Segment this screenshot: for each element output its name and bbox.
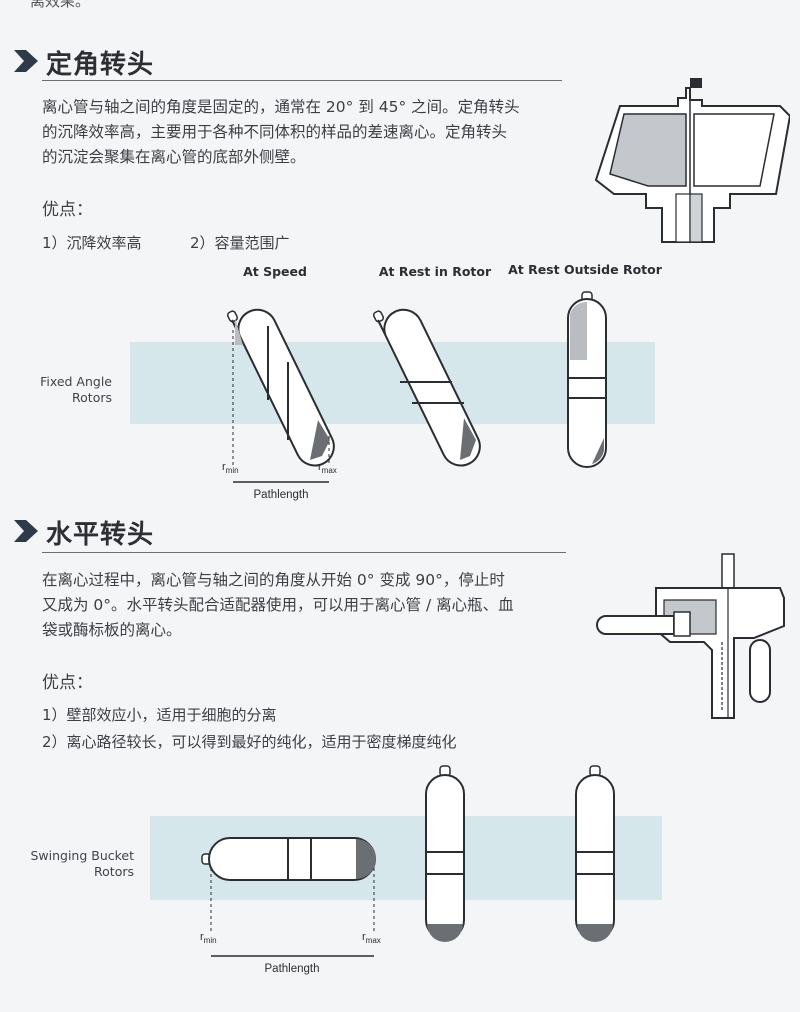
paragraph-line: 的沉淀会聚集在离心管的底部外侧壁。 — [42, 148, 306, 166]
r-max-label: rmax — [318, 461, 337, 475]
pathlength-label: Pathlength — [265, 963, 320, 975]
swing-paragraph: 在离心过程中，离心管与轴之间的角度从开始 0° 变成 90°，停止时 又成为 0… — [42, 568, 514, 643]
tube-at-rest-outside-rotor — [567, 291, 607, 468]
advantages-label: 优点： — [42, 673, 93, 693]
row-label-line: Swinging Bucket — [30, 848, 134, 863]
top-text-fragment: 离效果。 — [30, 0, 91, 10]
tube-horizontal-at-speed — [201, 837, 376, 881]
fixed-paragraph: 离心管与轴之间的角度是固定的，通常在 20° 到 45° 之间。定角转头 的沉降… — [42, 95, 520, 170]
section-title-fixed: 定角转头 — [46, 50, 155, 80]
tube-vertical-at-rest-outside-rotor — [575, 765, 615, 942]
swinging-bucket-tube-diagram: rmin rmax Pathlength — [150, 765, 662, 975]
paragraph-line: 离心管与轴之间的角度是固定的，通常在 20° 到 45° 之间。定角转头 — [42, 98, 520, 116]
row-label-line: Fixed Angle — [40, 374, 112, 389]
fixed-angle-rotor-illustration — [594, 78, 790, 243]
row-label-line: Rotors — [94, 864, 134, 879]
advantage-item: 1）壁部效应小，适用于细胞的分离 — [42, 706, 277, 724]
paragraph-line: 又成为 0°。水平转头配合适配器使用，可以用于离心管 / 离心瓶、血 — [42, 596, 514, 614]
paragraph-line: 的沉降效率高，主要用于各种不同体积的样品的差速离心。定角转头 — [42, 123, 508, 141]
advantage-item: 2）容量范围广 — [190, 234, 290, 252]
tube-at-speed — [226, 308, 335, 467]
fixed-angle-tube-diagram: rmin rmax Pathlength — [130, 291, 655, 501]
column-head-at-speed: At Speed — [243, 264, 307, 279]
row-label-line: Rotors — [72, 390, 112, 405]
advantages-label: 优点： — [42, 200, 93, 220]
tube-at-rest-in-rotor — [372, 308, 481, 467]
pathlength-label: Pathlength — [254, 489, 309, 501]
swinging-bucket-rotor-illustration — [596, 553, 785, 719]
row-label-fixed-angle: Fixed Angle Rotors — [20, 374, 112, 406]
advantage-item: 2）离心路径较长，可以得到最好的纯化，适用于密度梯度纯化 — [42, 733, 457, 751]
column-head-at-rest-in-rotor: At Rest in Rotor — [378, 264, 492, 279]
r-min-label: rmin — [222, 461, 239, 475]
r-min-label: rmin — [200, 931, 217, 945]
chevron-right-icon — [14, 520, 38, 542]
paragraph-line: 袋或酶标板的离心。 — [42, 621, 182, 639]
paragraph-line: 在离心过程中，离心管与轴之间的角度从开始 0° 变成 90°，停止时 — [42, 571, 505, 589]
advantage-item: 1）沉降效率高 — [42, 234, 142, 252]
r-max-label: rmax — [362, 931, 381, 945]
row-label-swinging-bucket: Swinging Bucket Rotors — [20, 848, 134, 880]
column-head-at-rest-outside-rotor: At Rest Outside Rotor — [508, 262, 662, 277]
chevron-right-icon — [14, 50, 38, 72]
section-title-swing: 水平转头 — [46, 520, 155, 550]
tube-vertical-at-rest-in-rotor — [425, 765, 465, 942]
section-divider — [42, 80, 562, 81]
section-divider — [42, 552, 566, 553]
